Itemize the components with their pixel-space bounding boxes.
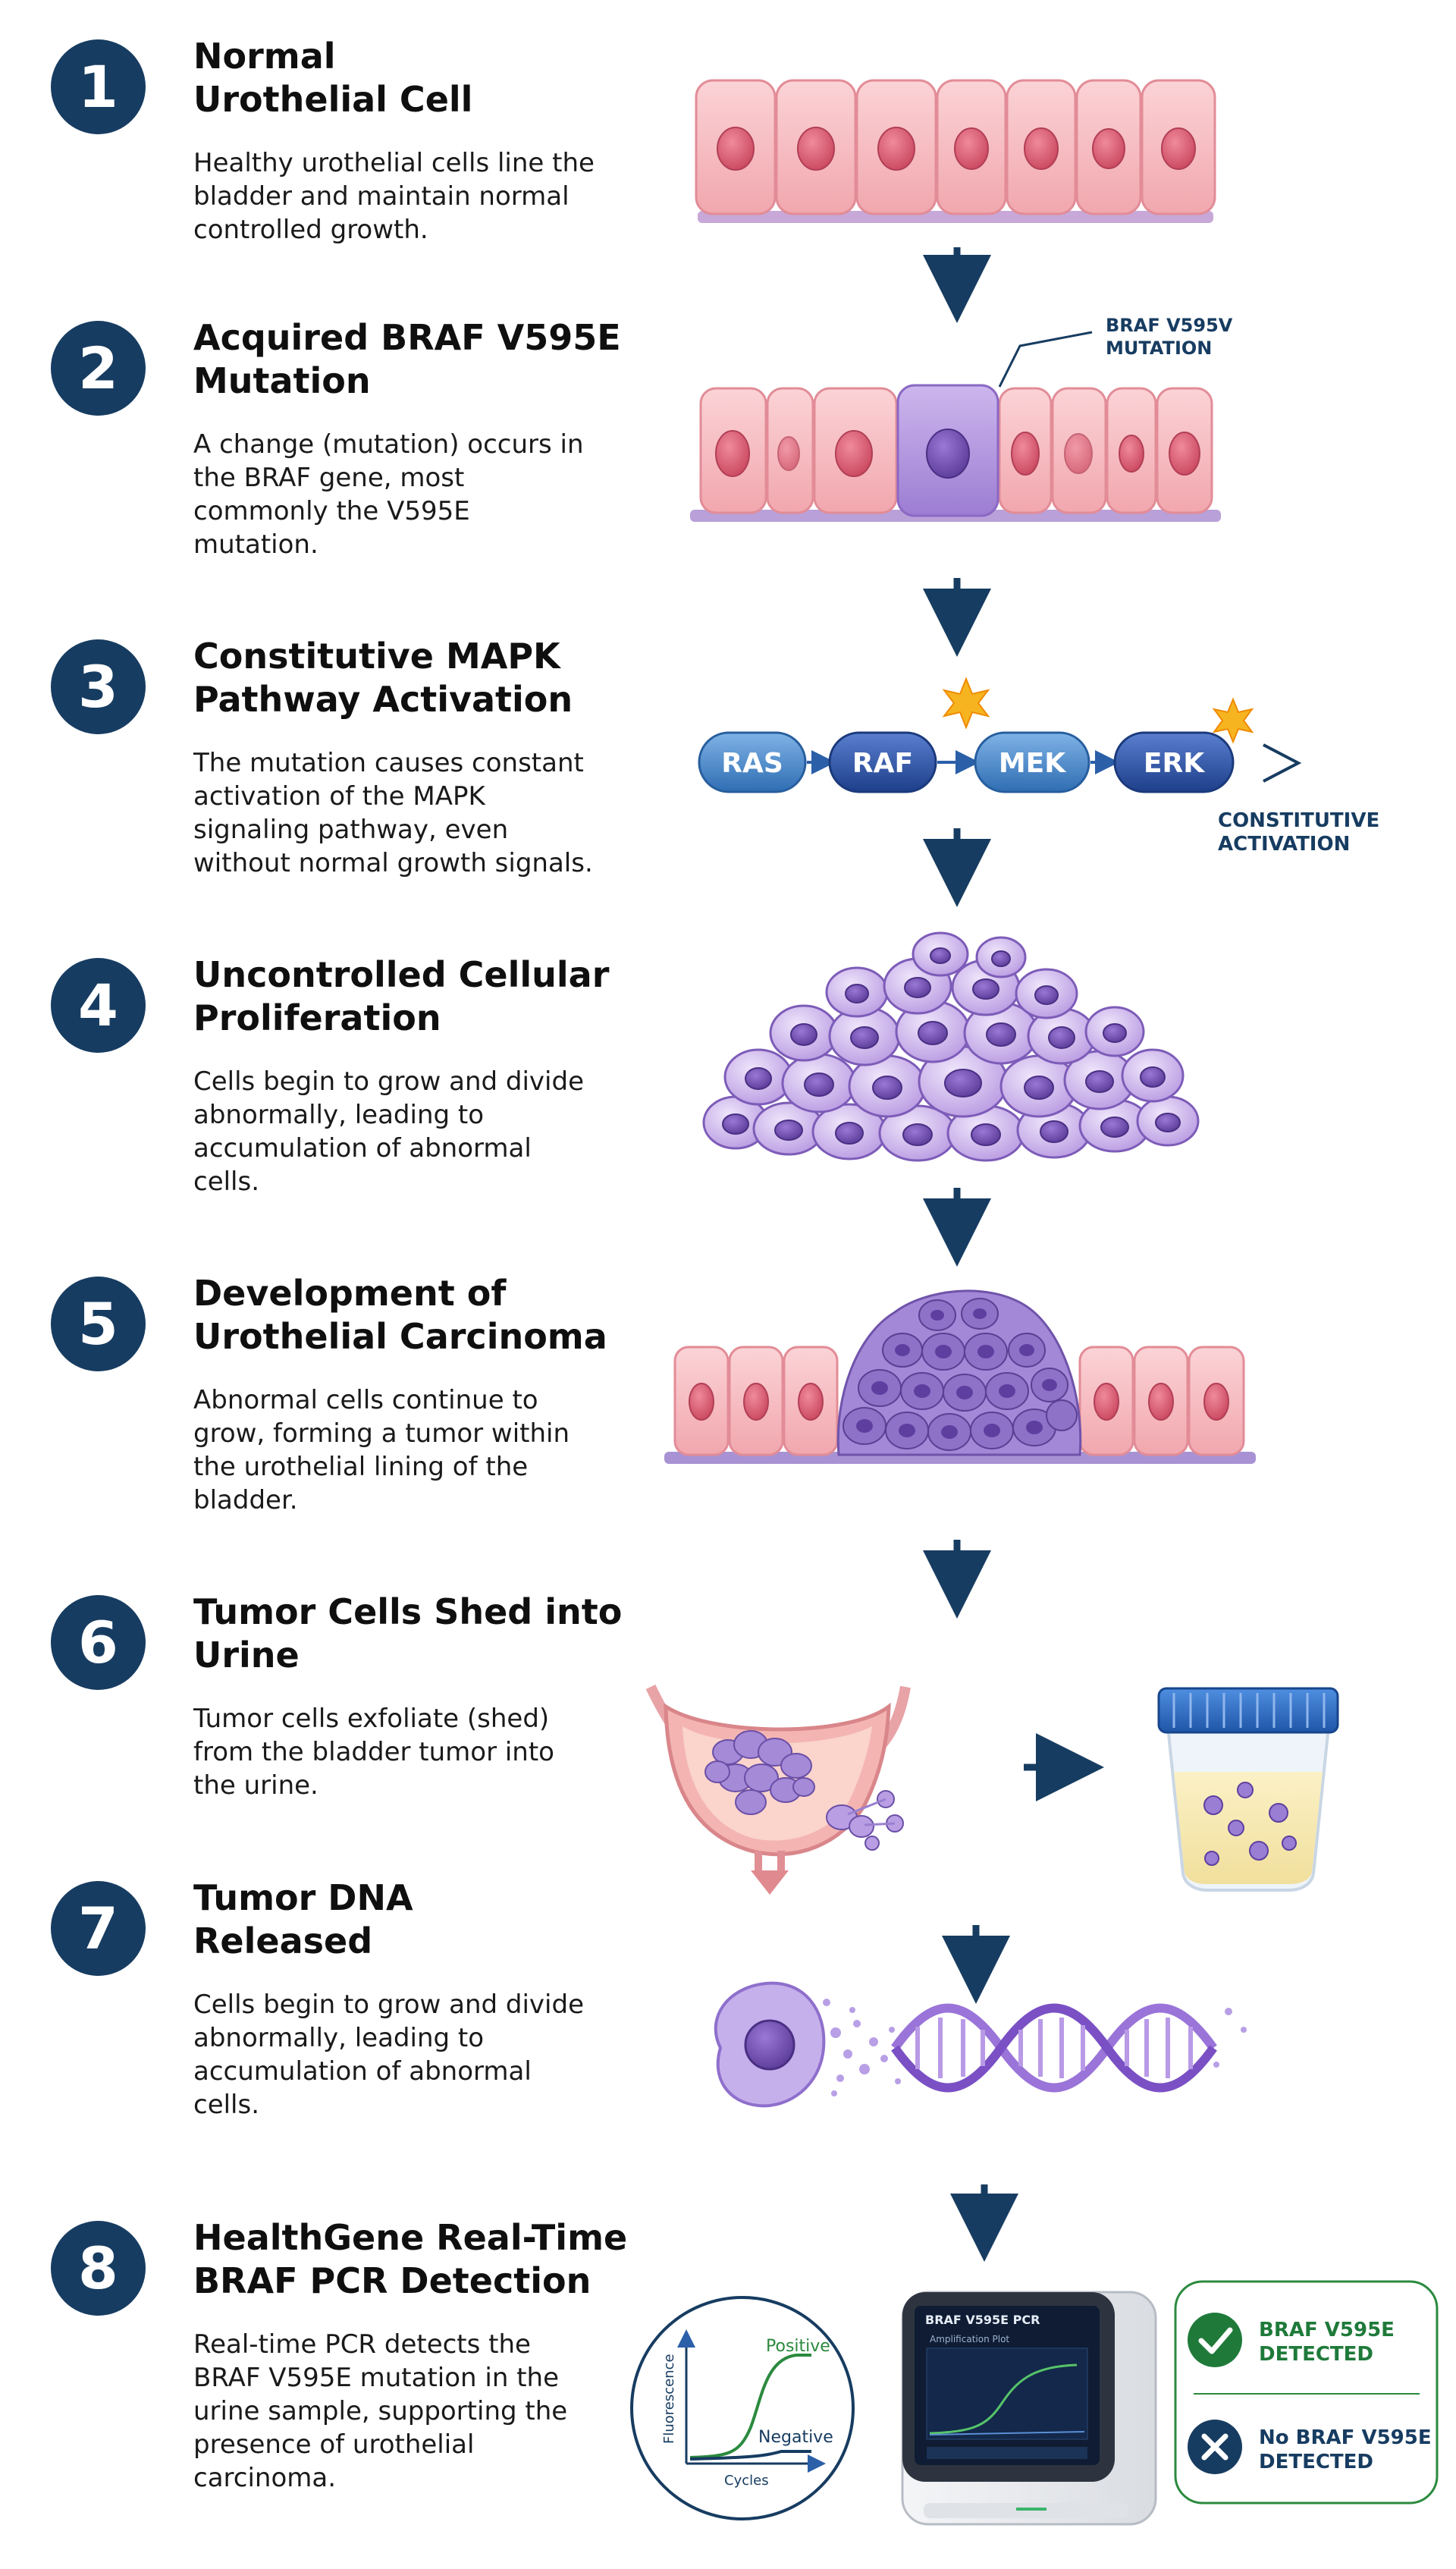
step-title: Uncontrolled Cellular Proliferation: [193, 954, 610, 1038]
activation-label: CONSTITUTIVE: [1218, 809, 1379, 832]
svg-text:MEK: MEK: [999, 748, 1066, 779]
not-detected-label: DETECTED: [1259, 2451, 1373, 2473]
mapk-pathway-illustration: RAS RAF MEK ERK CONSTITUTIVE ACTIVATION: [698, 677, 1379, 856]
detected-label: BRAF V595E: [1259, 2319, 1395, 2341]
pathway-node-erk: ERK: [1113, 731, 1235, 793]
step-title: Development of Urothelial Carcinoma: [193, 1273, 607, 1357]
positive-curve-label: Positive: [766, 2337, 830, 2356]
y-axis-label: Fluorescence: [661, 2354, 677, 2444]
dna-release-illustration: [714, 1981, 1247, 2108]
step-description: A change (mutation) occurs in the BRAF g…: [193, 429, 584, 560]
step-number-badge: 4: [51, 958, 146, 1053]
step-number-badge: 1: [51, 39, 146, 134]
step-title: Tumor DNA Released: [193, 1877, 413, 1961]
step-number-badge: 8: [51, 2221, 146, 2316]
step-number-badge: 5: [51, 1277, 146, 1371]
chevron-right-icon: [1263, 743, 1302, 783]
step-number-badge: 7: [51, 1881, 146, 1976]
normal-urothelium-illustration: [695, 79, 1216, 223]
step-title: Normal Urothelial Cell: [193, 36, 473, 120]
not-detected-label: No BRAF V595E: [1259, 2426, 1432, 2449]
step-description: Real-time PCR detects the BRAF V595E mut…: [193, 2329, 568, 2493]
step-number-badge: 6: [51, 1595, 146, 1690]
device-screen-header: BRAF V595E PCR: [925, 2313, 1040, 2327]
step-title: Constitutive MAPK Pathway Activation: [193, 636, 573, 720]
activation-star-icon: [942, 677, 990, 730]
detected-label: DETECTED: [1259, 2343, 1373, 2366]
step-description: Cells begin to grow and divide abnormall…: [193, 1990, 584, 2120]
step-number-badge: 2: [51, 321, 146, 416]
step-title: HealthGene Real-Time BRAF PCR Detection: [193, 2217, 628, 2301]
device-screen-subtitle: Amplification Plot: [930, 2334, 1009, 2344]
svg-text:RAS: RAS: [721, 748, 783, 779]
bladder-illustration: [645, 1684, 911, 1895]
svg-text:ERK: ERK: [1144, 748, 1205, 779]
results-card: BRAF V595E DETECTED No BRAF V595E DETECT…: [1174, 2280, 1439, 2505]
step-description: The mutation causes constant activation …: [193, 748, 593, 878]
x-axis-label: Cycles: [724, 2473, 769, 2489]
activation-star-icon: [1212, 697, 1254, 744]
pathway-node-ras: RAS: [698, 731, 807, 793]
urine-sample-cup-illustration: [1157, 1687, 1339, 1892]
mutation-illustration: BRAF V595V MUTATION: [690, 315, 1233, 522]
step-number-badge: 3: [51, 639, 146, 734]
step-title: Acquired BRAF V595E Mutation: [193, 317, 621, 401]
activation-label: ACTIVATION: [1218, 833, 1350, 856]
pcr-amplification-chart: Positive Negative Fluorescence Cycles: [630, 2296, 855, 2520]
check-icon: [1188, 2313, 1242, 2367]
pcr-device-illustration: BRAF V595E PCR Amplification Plot: [901, 2291, 1157, 2526]
proliferation-cluster-illustration: [702, 931, 1200, 1162]
svg-text:RAF: RAF: [852, 748, 913, 779]
mutation-label: BRAF V595V: [1106, 315, 1233, 336]
step-description: Cells begin to grow and divide abnormall…: [193, 1066, 584, 1197]
step-title: Tumor Cells Shed into Urine: [193, 1591, 623, 1676]
step-description: Tumor cells exfoliate (shed) from the bl…: [193, 1704, 554, 1801]
mutation-label: MUTATION: [1106, 338, 1212, 359]
step-description: Healthy urothelial cells line the bladde…: [193, 148, 595, 245]
pathway-node-mek: MEK: [974, 731, 1090, 793]
pathway-node-raf: RAF: [828, 731, 937, 793]
negative-curve-label: Negative: [758, 2428, 833, 2447]
step-description: Abnormal cells continue to grow, forming…: [193, 1385, 570, 1515]
carcinoma-illustration: [664, 1289, 1256, 1464]
